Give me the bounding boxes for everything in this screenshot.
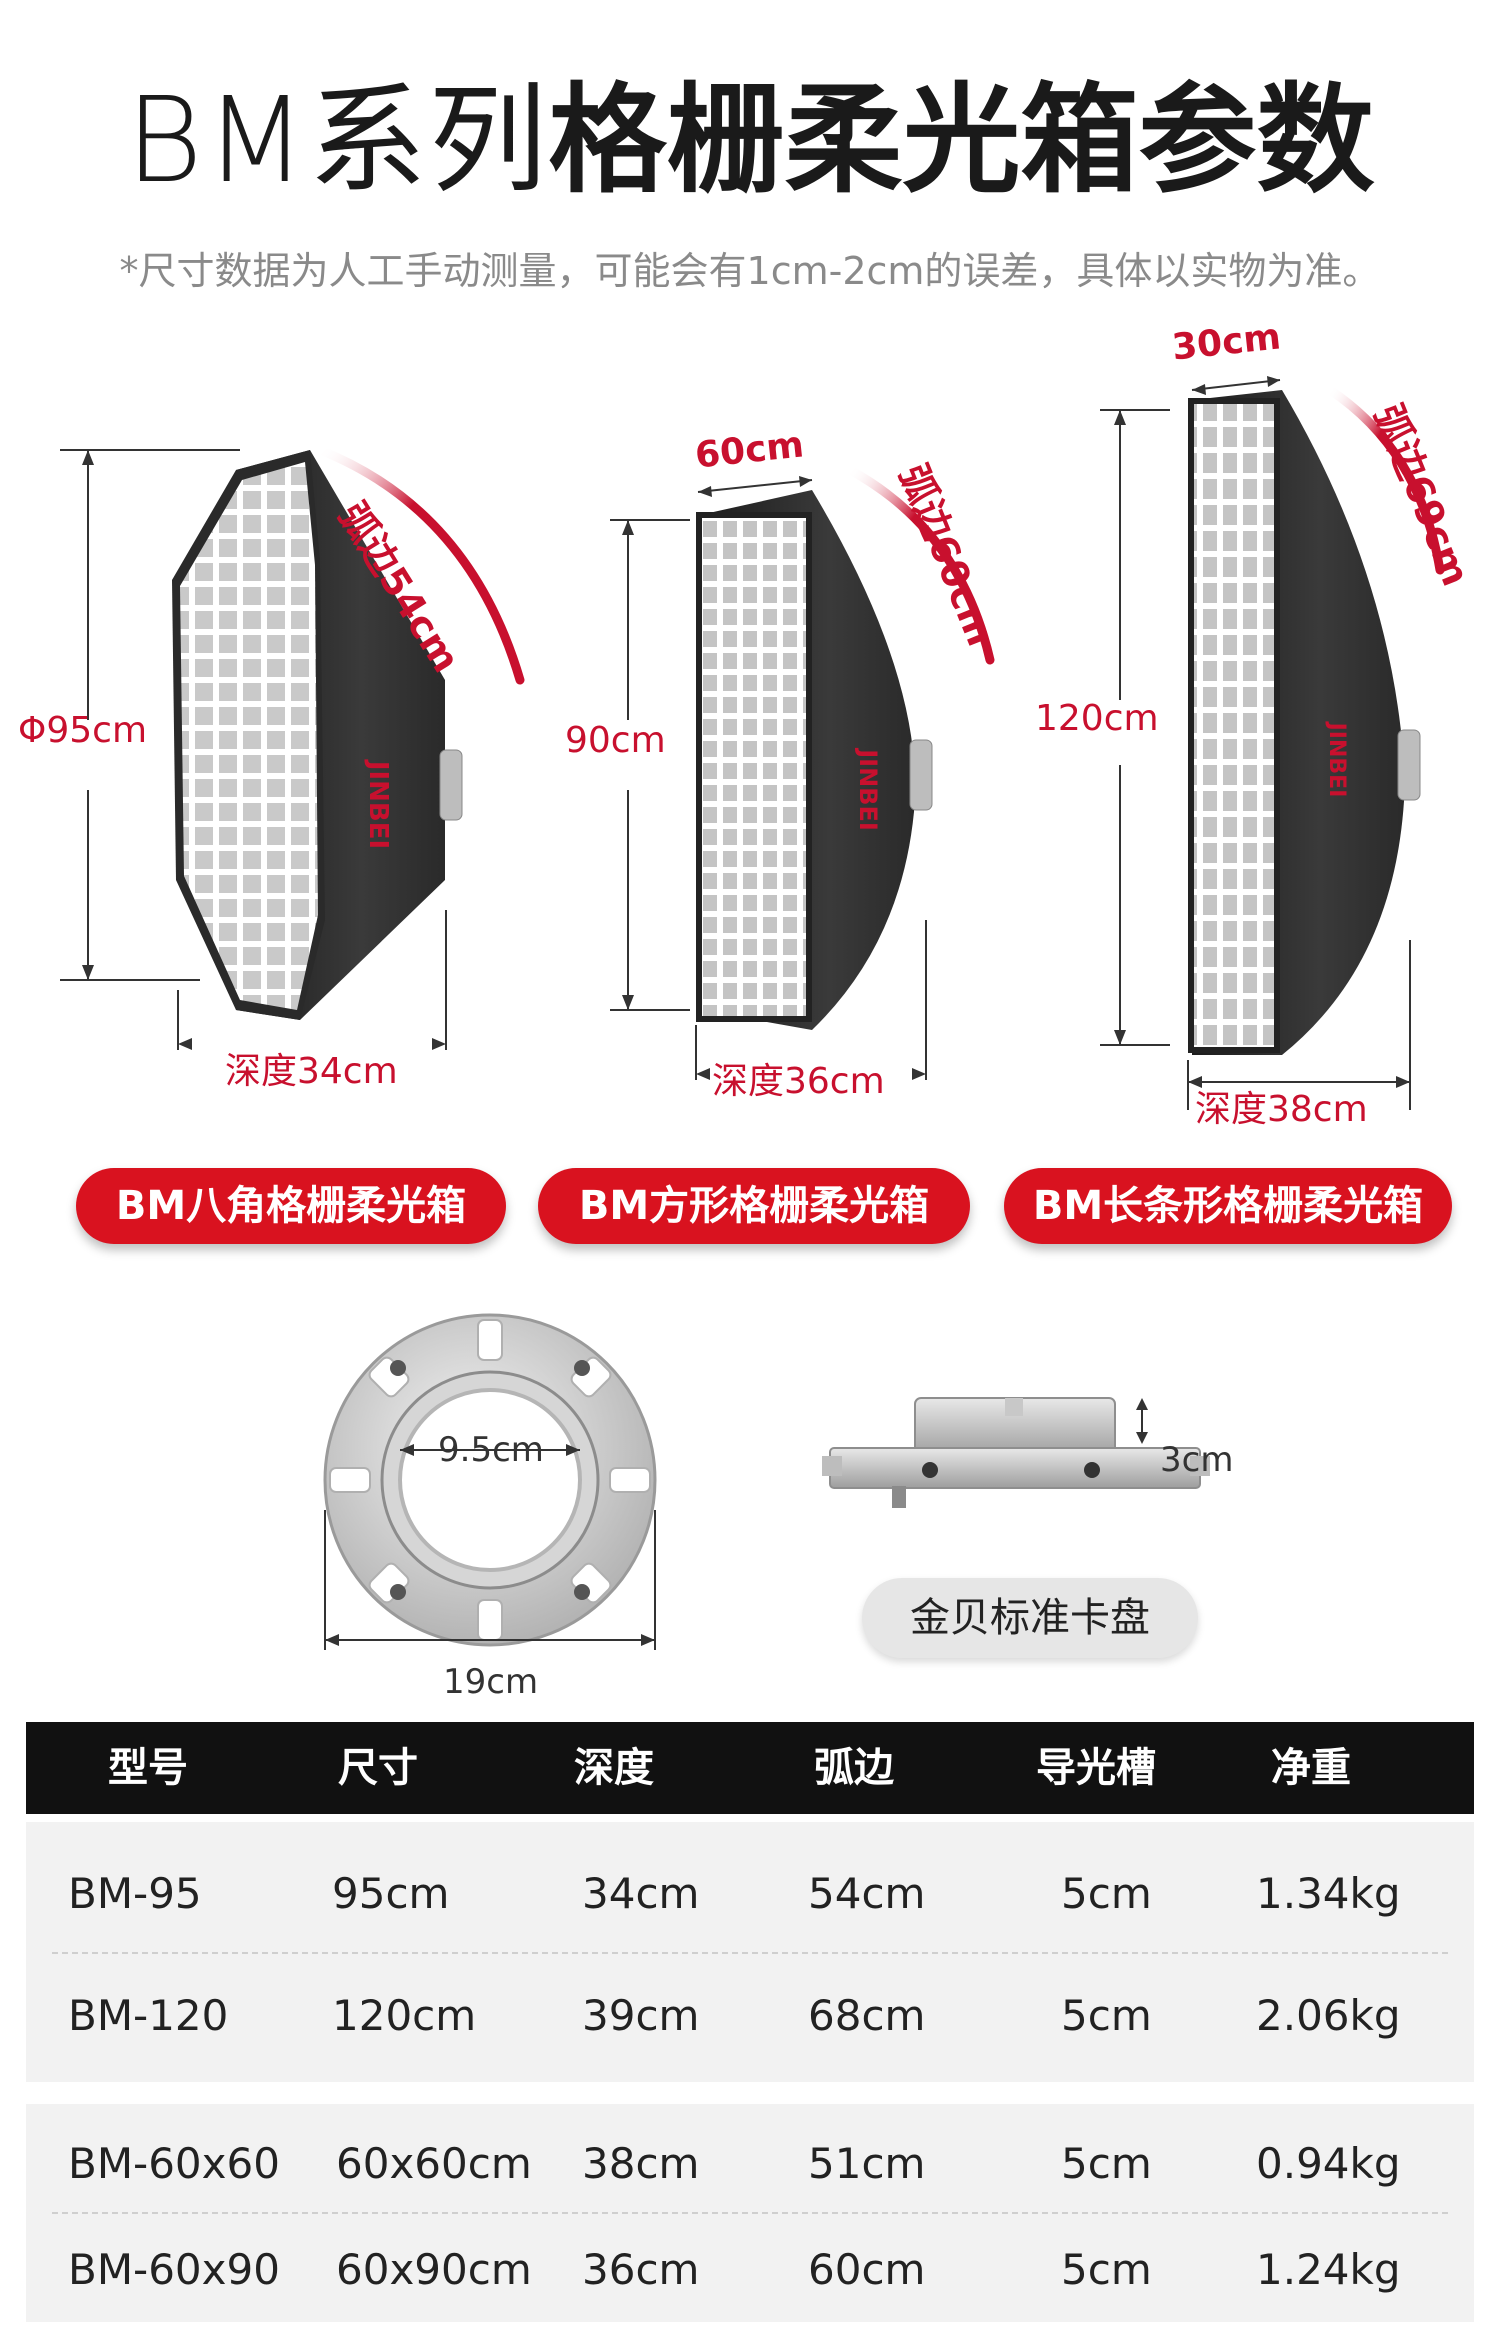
spec-table-group-1: BM-95 95cm 34cm 54cm 5cm 1.34kg BM-120 1… bbox=[26, 1822, 1474, 2082]
mount-name-badge: 金贝标准卡盘 bbox=[862, 1578, 1198, 1658]
cell-model: BM-60x60 bbox=[68, 2139, 280, 2188]
cell-model: BM-95 bbox=[68, 1869, 202, 1918]
measurement-note: *尺寸数据为人工手动测量，可能会有1cm-2cm的误差，具体以实物为准。 bbox=[119, 249, 1381, 293]
cell-depth: 39cm bbox=[582, 1991, 700, 2040]
table-row: BM-60x60 60x60cm 38cm 51cm 5cm 0.94kg bbox=[26, 2104, 1474, 2224]
col-size: 尺寸 bbox=[338, 1745, 418, 1791]
cell-depth: 36cm bbox=[582, 2245, 700, 2294]
cell-model: BM-60x90 bbox=[68, 2245, 280, 2294]
strip-brand-logo: JINBEI bbox=[1324, 721, 1349, 798]
cell-weight: 2.06kg bbox=[1256, 1991, 1401, 2040]
col-arc: 弧边 bbox=[814, 1745, 894, 1791]
square-depth-label: 深度36cm bbox=[712, 1061, 885, 1102]
cell-model: BM-120 bbox=[68, 1991, 229, 2040]
table-row: BM-60x90 60x90cm 36cm 60cm 5cm 1.24kg bbox=[26, 2208, 1474, 2322]
cell-arc: 51cm bbox=[808, 2139, 926, 2188]
speedring-side-view bbox=[822, 1397, 1210, 1508]
mount-illustrations bbox=[323, 1313, 1210, 1650]
title-main: 格栅柔光箱参数 bbox=[548, 71, 1375, 209]
mount-height-label: 3cm bbox=[1160, 1440, 1234, 1480]
col-light-groove: 导光槽 bbox=[1036, 1745, 1156, 1791]
cell-arc: 54cm bbox=[808, 1869, 926, 1918]
cell-light-groove: 5cm bbox=[1061, 1869, 1152, 1918]
col-depth: 深度 bbox=[574, 1745, 654, 1791]
cell-size: 120cm bbox=[332, 1991, 477, 2040]
cell-light-groove: 5cm bbox=[1061, 2245, 1152, 2294]
octagon-depth-label: 深度34cm bbox=[225, 1051, 398, 1092]
cell-weight: 1.34kg bbox=[1256, 1869, 1401, 1918]
table-row: BM-95 95cm 34cm 54cm 5cm 1.34kg bbox=[26, 1834, 1474, 1954]
cell-size: 60x60cm bbox=[336, 2139, 532, 2188]
spec-table-header: 型号 尺寸 深度 弧边 导光槽 净重 bbox=[26, 1722, 1474, 1814]
softbox-illustrations: JINBEI JINBEI bbox=[60, 376, 1445, 1110]
cell-size: 60x90cm bbox=[336, 2245, 532, 2294]
title-series: BM系列 bbox=[125, 71, 549, 209]
product-name-square: BM方形格栅柔光箱 bbox=[538, 1168, 970, 1244]
product-name-strip: BM长条形格栅柔光箱 bbox=[1004, 1168, 1452, 1244]
cell-weight: 1.24kg bbox=[1256, 2245, 1401, 2294]
cell-depth: 38cm bbox=[582, 2139, 700, 2188]
cell-light-groove: 5cm bbox=[1061, 2139, 1152, 2188]
strip-depth-label: 深度38cm bbox=[1195, 1089, 1368, 1130]
table-row: BM-120 120cm 39cm 68cm 5cm 2.06kg bbox=[26, 1956, 1474, 2076]
speedring-top-view bbox=[323, 1313, 657, 1650]
strip-height-label: 120cm bbox=[1035, 698, 1159, 739]
square-height-label: 90cm bbox=[565, 720, 666, 761]
cell-arc: 68cm bbox=[808, 1991, 926, 2040]
octagon-height-label: Φ95cm bbox=[18, 710, 148, 751]
row-divider bbox=[52, 1952, 1448, 1954]
octagon-softbox-figure: JINBEI bbox=[60, 445, 525, 1050]
col-weight: 净重 bbox=[1271, 1745, 1351, 1791]
square-softbox-figure: JINBEI bbox=[610, 465, 995, 1080]
octagon-brand-logo: JINBEI bbox=[363, 759, 393, 849]
mount-width-label: 19cm bbox=[443, 1662, 539, 1702]
row-divider bbox=[52, 2212, 1448, 2214]
cell-arc: 60cm bbox=[808, 2245, 926, 2294]
cell-size: 95cm bbox=[332, 1869, 450, 1918]
mount-inner-diameter-label: 9.5cm bbox=[438, 1430, 544, 1470]
cell-depth: 34cm bbox=[582, 1869, 700, 1918]
page-title: BM系列格栅柔光箱参数 bbox=[0, 70, 1500, 210]
square-brand-logo: JINBEI bbox=[854, 747, 882, 831]
cell-light-groove: 5cm bbox=[1061, 1991, 1152, 2040]
cell-weight: 0.94kg bbox=[1256, 2139, 1401, 2188]
spec-table-group-2: BM-60x60 60x60cm 38cm 51cm 5cm 0.94kg BM… bbox=[26, 2104, 1474, 2322]
col-model: 型号 bbox=[108, 1745, 188, 1791]
strip-softbox-figure: JINBEI bbox=[1100, 376, 1445, 1110]
product-name-octagon: BM八角格栅柔光箱 bbox=[76, 1168, 506, 1244]
